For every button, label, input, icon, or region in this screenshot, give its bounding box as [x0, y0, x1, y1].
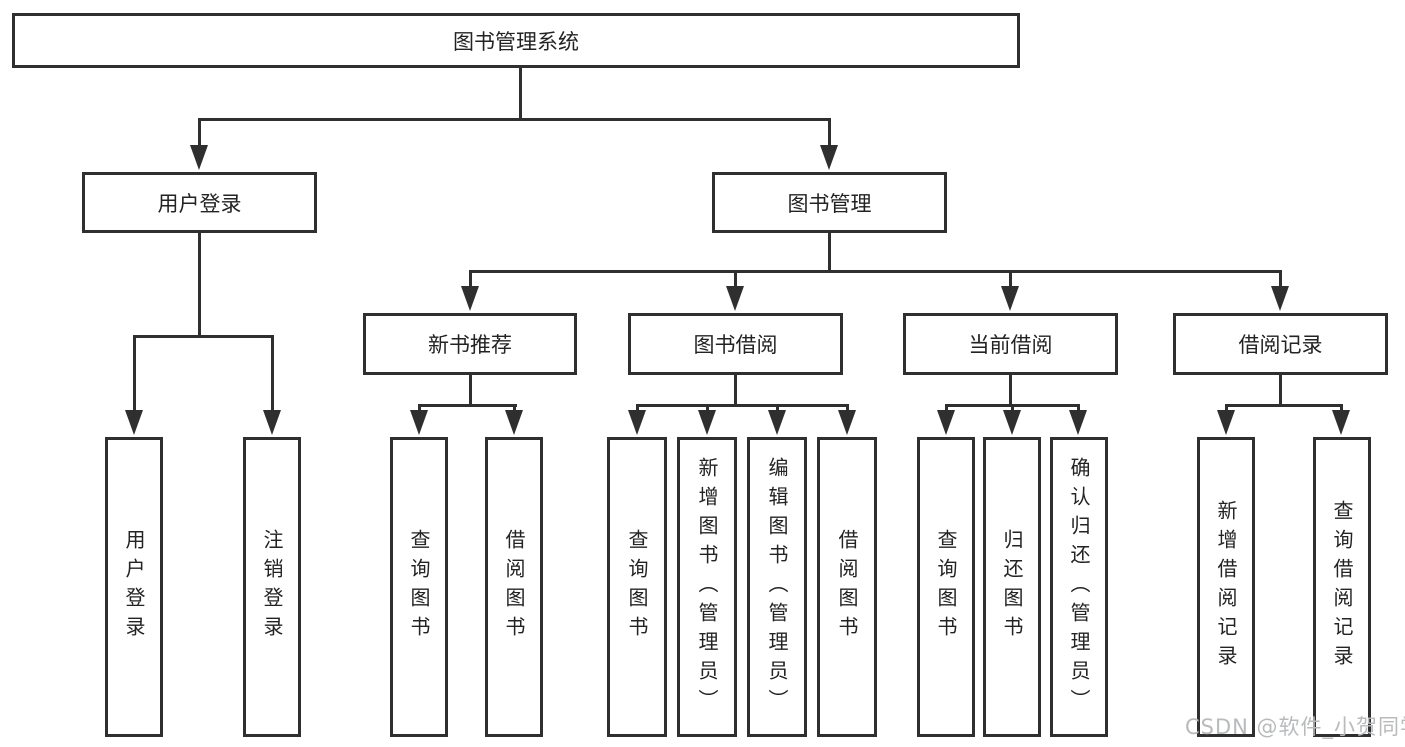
- connector-drop: [734, 270, 737, 292]
- connector-drop: [271, 335, 274, 415]
- leaf-confirm-return-admin: 确认归还（管理员）: [1050, 437, 1108, 737]
- arrowhead-down-icon: [820, 145, 838, 170]
- connector-bar: [418, 404, 517, 407]
- arrowhead-down-icon: [628, 410, 646, 435]
- leaf-add-book-admin: 新增图书（管理员）: [677, 437, 737, 737]
- node-current-borrowing: 当前借阅: [903, 313, 1118, 375]
- arrowhead-down-icon: [1069, 410, 1087, 435]
- connector-bar: [1225, 404, 1343, 407]
- arrowhead-down-icon: [1271, 286, 1289, 311]
- node-book-management: 图书管理: [712, 172, 947, 233]
- leaf-add-borrow-record: 新增借阅记录: [1197, 437, 1255, 737]
- node-new-book-recommend: 新书推荐: [363, 313, 577, 375]
- arrowhead-down-icon: [461, 286, 479, 311]
- arrowhead-down-icon: [1001, 286, 1019, 311]
- leaf-query-books-current: 查询图书: [917, 437, 975, 737]
- connector-bar: [636, 404, 848, 407]
- leaf-return-book: 归还图书: [983, 437, 1041, 737]
- arrowhead-down-icon: [937, 410, 955, 435]
- arrowhead-down-icon: [263, 410, 281, 435]
- connector-stem: [519, 66, 522, 120]
- connector-bar: [198, 118, 831, 121]
- connector-drop: [1279, 270, 1282, 292]
- leaf-user-login: 用户登录: [105, 437, 163, 737]
- arrowhead-down-icon: [1332, 410, 1350, 435]
- connector-drop: [1009, 270, 1012, 292]
- arrowhead-down-icon: [1217, 410, 1235, 435]
- arrowhead-down-icon: [698, 410, 716, 435]
- leaf-query-borrow-record: 查询借阅记录: [1313, 437, 1371, 737]
- connector-stem: [198, 233, 201, 337]
- connector-drop: [198, 118, 201, 152]
- arrowhead-down-icon: [1003, 410, 1021, 435]
- node-library-system: 图书管理系统: [12, 13, 1020, 68]
- leaf-query-books-borrowing: 查询图书: [607, 437, 667, 737]
- arrowhead-down-icon: [125, 410, 143, 435]
- connector-drop: [828, 118, 831, 152]
- arrowhead-down-icon: [505, 410, 523, 435]
- arrowhead-down-icon: [410, 410, 428, 435]
- connector-drop: [133, 335, 136, 415]
- connector-stem: [734, 375, 737, 407]
- leaf-edit-book-admin: 编辑图书（管理员）: [747, 437, 807, 737]
- connector-stem: [1279, 375, 1282, 407]
- node-borrowing-records: 借阅记录: [1173, 313, 1388, 375]
- leaf-borrow-books-recommend: 借阅图书: [485, 437, 543, 737]
- node-user-login: 用户登录: [82, 172, 317, 233]
- connector-stem: [469, 375, 472, 407]
- connector-drop: [469, 270, 472, 292]
- node-book-borrowing: 图书借阅: [628, 313, 843, 375]
- connector-stem: [1009, 375, 1012, 407]
- arrowhead-down-icon: [190, 145, 208, 170]
- connector-stem: [828, 233, 831, 273]
- leaf-query-books-recommend: 查询图书: [390, 437, 448, 737]
- watermark: CSDN @软件_小贺同学: [1185, 715, 1405, 739]
- leaf-borrow-books-borrowing: 借阅图书: [817, 437, 877, 737]
- arrowhead-down-icon: [726, 286, 744, 311]
- arrowhead-down-icon: [768, 410, 786, 435]
- leaf-logout: 注销登录: [243, 437, 301, 737]
- connector-bar: [469, 270, 1281, 273]
- connector-bar: [133, 335, 274, 338]
- arrowhead-down-icon: [838, 410, 856, 435]
